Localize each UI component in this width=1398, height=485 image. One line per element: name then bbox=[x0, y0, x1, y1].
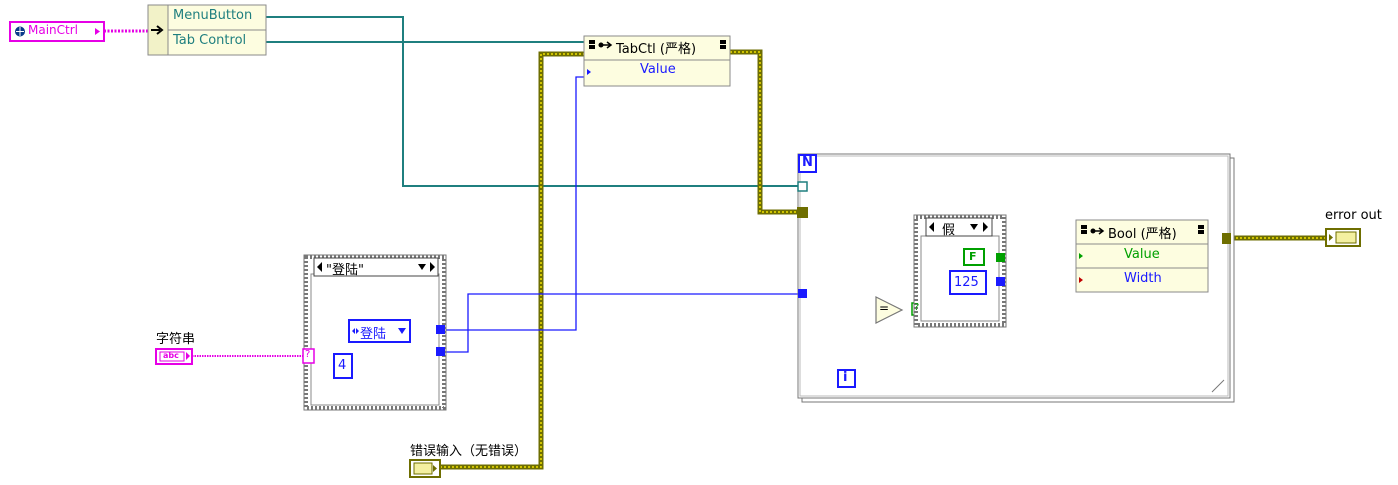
row-input-arrow-icon bbox=[587, 69, 591, 75]
loop-error-tunnel bbox=[797, 207, 808, 218]
iteration-terminal-label: i bbox=[843, 370, 848, 385]
tunnel-bool-out bbox=[996, 253, 1005, 262]
equal-comparison[interactable] bbox=[875, 296, 904, 324]
loop-int-tunnel bbox=[798, 289, 807, 298]
equal-sign: = bbox=[879, 301, 890, 315]
next-case-icon-2[interactable] bbox=[983, 222, 988, 232]
string-control-label: 字符串 bbox=[156, 332, 196, 347]
mainctrl-refnum[interactable] bbox=[9, 21, 105, 42]
bool-property-node[interactable] bbox=[1075, 219, 1209, 293]
case-selector-q: ? bbox=[305, 349, 311, 360]
tunnel-enum-out bbox=[436, 325, 445, 334]
loop-ref-tunnel bbox=[797, 181, 808, 192]
false-constant-label: F bbox=[969, 250, 977, 263]
property-menubutton[interactable]: MenuButton bbox=[173, 8, 253, 23]
prev-case-icon[interactable] bbox=[317, 262, 322, 272]
enum-constant-login[interactable] bbox=[348, 319, 411, 343]
error-out-label: error out bbox=[1325, 208, 1382, 223]
enum-constant-label: 登陆 bbox=[360, 327, 387, 342]
numeric-constant-4[interactable] bbox=[333, 353, 353, 379]
case-selector-2[interactable] bbox=[925, 217, 993, 237]
case-selector-label-1: "登陆" bbox=[326, 263, 364, 278]
width-constant-label: 125 bbox=[954, 275, 979, 290]
refnum-arrow-icon bbox=[95, 28, 100, 35]
prev-case-icon-2[interactable] bbox=[929, 222, 934, 232]
tab-value-wire[interactable] bbox=[445, 76, 586, 331]
bool-node-error-out bbox=[1222, 233, 1231, 244]
dropdown-case-icon-2[interactable] bbox=[970, 224, 978, 230]
enum-dropdown-icon bbox=[398, 328, 406, 334]
case-selector-terminal bbox=[302, 348, 315, 364]
width-constant-125[interactable] bbox=[949, 270, 987, 295]
next-case-icon[interactable] bbox=[430, 262, 435, 272]
count-terminal[interactable] bbox=[798, 154, 817, 173]
case-selector-label-2: 假 bbox=[942, 223, 956, 238]
refnum-label: MainCtrl bbox=[28, 23, 78, 37]
node-header-icons bbox=[589, 40, 1204, 235]
tabctl-value-row[interactable]: Value bbox=[640, 62, 676, 77]
input-arrow-icon bbox=[151, 25, 164, 35]
width-int-wire[interactable] bbox=[445, 293, 798, 353]
false-constant[interactable] bbox=[963, 248, 985, 266]
dropdown-case-icon[interactable] bbox=[418, 264, 426, 270]
bool-value-row[interactable]: Value bbox=[1124, 247, 1160, 262]
count-terminal-label: N bbox=[802, 155, 813, 170]
string-terminal-text: abc bbox=[163, 351, 179, 360]
case-selector-1[interactable] bbox=[313, 257, 439, 277]
bool-node-title: Bool (严格) bbox=[1108, 227, 1177, 242]
iteration-terminal[interactable] bbox=[837, 369, 856, 388]
tunnel-width-out bbox=[996, 277, 1005, 286]
tabctl-node-title: TabCtl (严格) bbox=[616, 42, 697, 57]
enum-arrows-icon bbox=[352, 328, 359, 334]
bool-output-q: ? bbox=[914, 302, 920, 313]
tunnel-int-out bbox=[436, 347, 445, 356]
error-in-label: 错误输入（无错误） bbox=[410, 444, 528, 459]
property-tab-control[interactable]: Tab Control bbox=[173, 33, 247, 48]
numeric-constant-label-4: 4 bbox=[338, 358, 347, 373]
bool-width-row[interactable]: Width bbox=[1124, 271, 1162, 286]
menubutton-ref-wire[interactable] bbox=[266, 16, 798, 187]
